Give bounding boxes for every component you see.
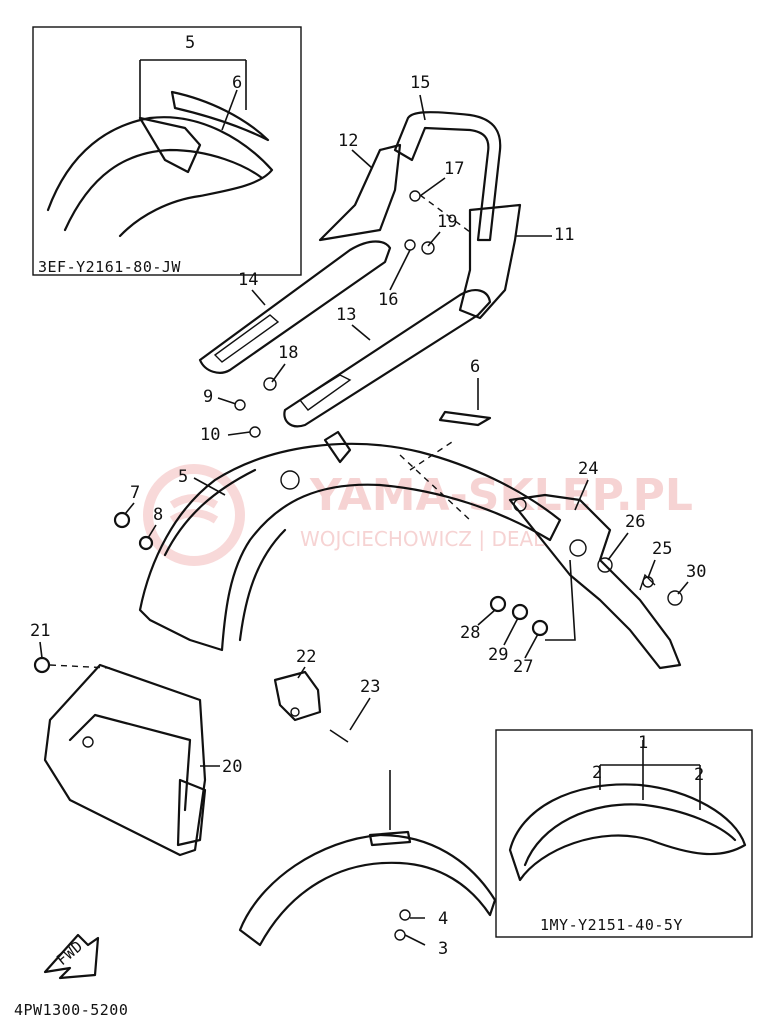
inset-top-left: 5 6 3EF-Y2161-80-JW	[32, 26, 302, 276]
part-label-5-inset: 5	[185, 33, 195, 53]
part-label-20: 20	[222, 757, 242, 777]
part-labels: 15 12 17 19 11 16 14 13 18 9 6 10 5 7 8 …	[30, 73, 706, 959]
part-label-16: 16	[378, 290, 398, 310]
part-label-22: 22	[296, 647, 316, 667]
diagram-code: 4PW1300-5200	[14, 1001, 128, 1019]
clamp-22	[273, 670, 349, 743]
watermark-name: YAMA-SKLEP.PL	[309, 470, 693, 521]
watermark: YAMA-SKLEP.PL WOJCIECHOWICZ | DEAL	[143, 464, 693, 566]
rear-cover	[43, 663, 207, 857]
front-fender	[238, 770, 497, 947]
part-label-2b: 2	[694, 765, 704, 785]
inset-code-bottom-right: 1MY-Y2151-40-5Y	[540, 916, 683, 934]
part-label-24: 24	[578, 459, 598, 479]
part-label-2a: 2	[592, 763, 602, 783]
part-label-19: 19	[437, 212, 457, 232]
fender-bracket-right	[508, 493, 683, 670]
part-label-30: 30	[686, 562, 706, 582]
rear-fender	[138, 410, 562, 652]
part-label-7: 7	[130, 483, 140, 503]
part-label-6: 6	[470, 357, 480, 377]
part-label-11: 11	[554, 225, 574, 245]
part-label-8: 8	[153, 505, 163, 525]
fwd-label: FWD	[53, 937, 86, 969]
part-label-15: 15	[410, 73, 430, 93]
part-label-14: 14	[238, 270, 258, 290]
fasteners-top	[234, 190, 435, 438]
part-label-23: 23	[360, 677, 380, 697]
part-label-18: 18	[278, 343, 298, 363]
part-label-1: 1	[638, 733, 648, 753]
fwd-arrow-icon: FWD	[43, 933, 100, 980]
part-label-12: 12	[338, 131, 358, 151]
part-label-3: 3	[438, 939, 448, 959]
part-label-13: 13	[336, 305, 356, 325]
part-label-6-inset: 6	[232, 73, 242, 93]
part-label-5: 5	[178, 467, 188, 487]
part-label-25: 25	[652, 539, 672, 559]
part-label-27: 27	[513, 657, 533, 677]
watermark-subtitle: WOJCIECHOWICZ | DEAL	[300, 527, 545, 551]
part-label-26: 26	[625, 512, 645, 532]
grab-bar-assembly	[198, 111, 522, 428]
part-label-17: 17	[444, 159, 464, 179]
part-label-10: 10	[200, 425, 220, 445]
part-label-28: 28	[460, 623, 480, 643]
part-label-21: 21	[30, 621, 50, 641]
part-label-4: 4	[438, 909, 448, 929]
inset-code-top-left: 3EF-Y2161-80-JW	[38, 258, 181, 276]
part-label-29: 29	[488, 645, 508, 665]
part-label-9: 9	[203, 387, 213, 407]
inset-bottom-right: 1 2 2 1MY-Y2151-40-5Y	[495, 729, 753, 938]
